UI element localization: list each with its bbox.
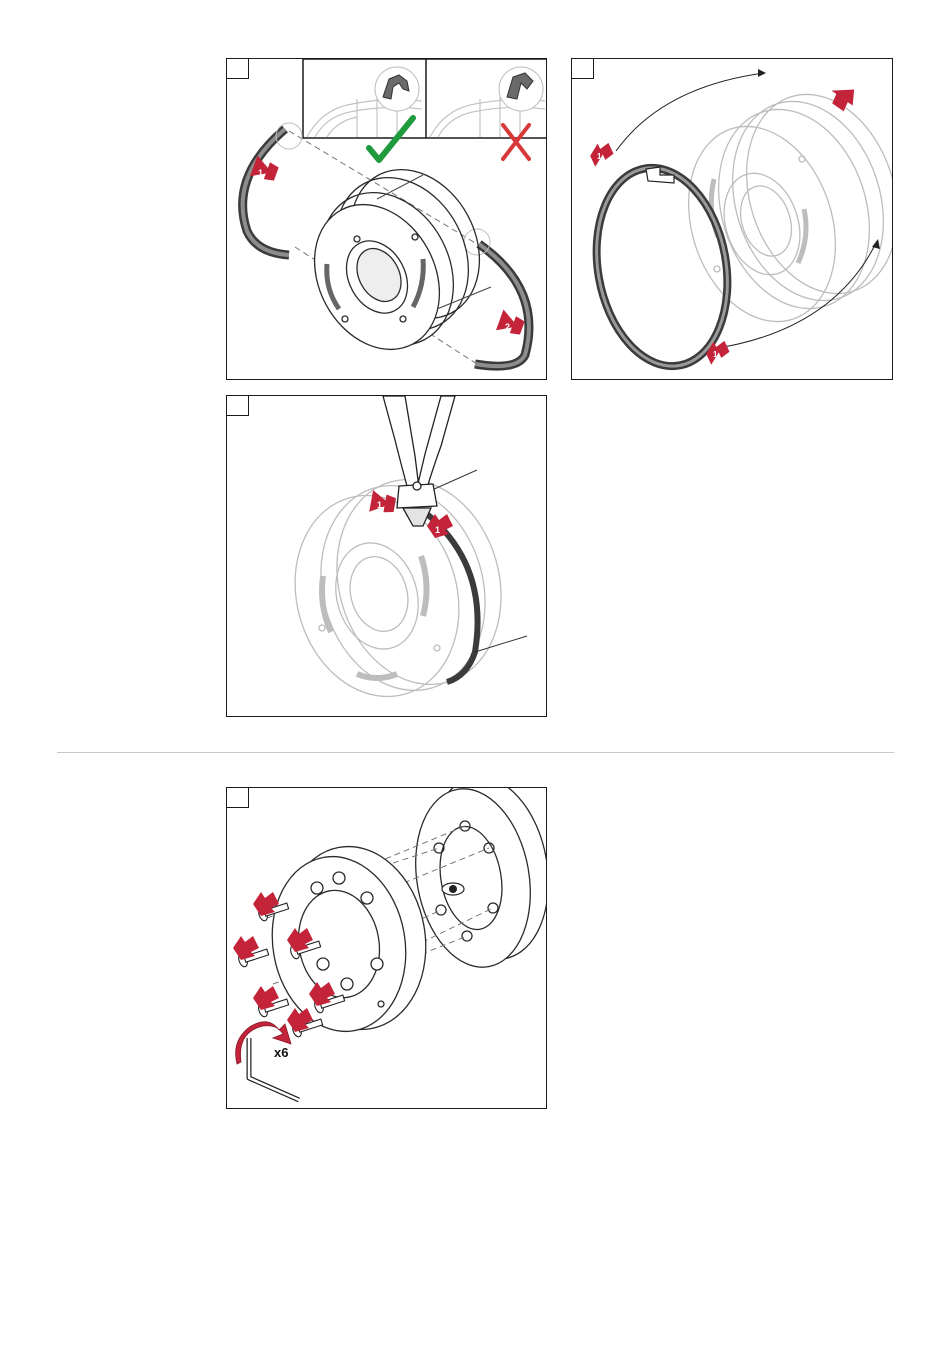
panel-screws: x6	[226, 787, 547, 1109]
panel-ring-fit: 1 1	[571, 58, 893, 380]
quantity-label: x6	[274, 1045, 288, 1060]
panel-pliers: 1 1	[226, 395, 547, 717]
svg-text:1: 1	[258, 168, 263, 178]
svg-text:1: 1	[597, 152, 602, 161]
svg-text:1: 1	[713, 350, 718, 359]
pliers-illustration: 1 1	[227, 396, 547, 717]
ring-removal-illustration: 1 2	[227, 59, 547, 380]
panel-ring-removal: 1 2	[226, 58, 547, 380]
step-number-box	[572, 59, 594, 79]
svg-text:1: 1	[377, 500, 382, 510]
step-number-box	[227, 396, 249, 416]
step-number-box	[227, 59, 249, 79]
eye-icon	[442, 883, 464, 895]
screws-illustration	[227, 788, 547, 1109]
svg-text:1: 1	[435, 525, 440, 535]
section-divider	[57, 752, 894, 753]
svg-text:2: 2	[505, 322, 510, 332]
step-number-box	[227, 788, 249, 808]
ring-fit-illustration: 1 1	[572, 59, 893, 380]
